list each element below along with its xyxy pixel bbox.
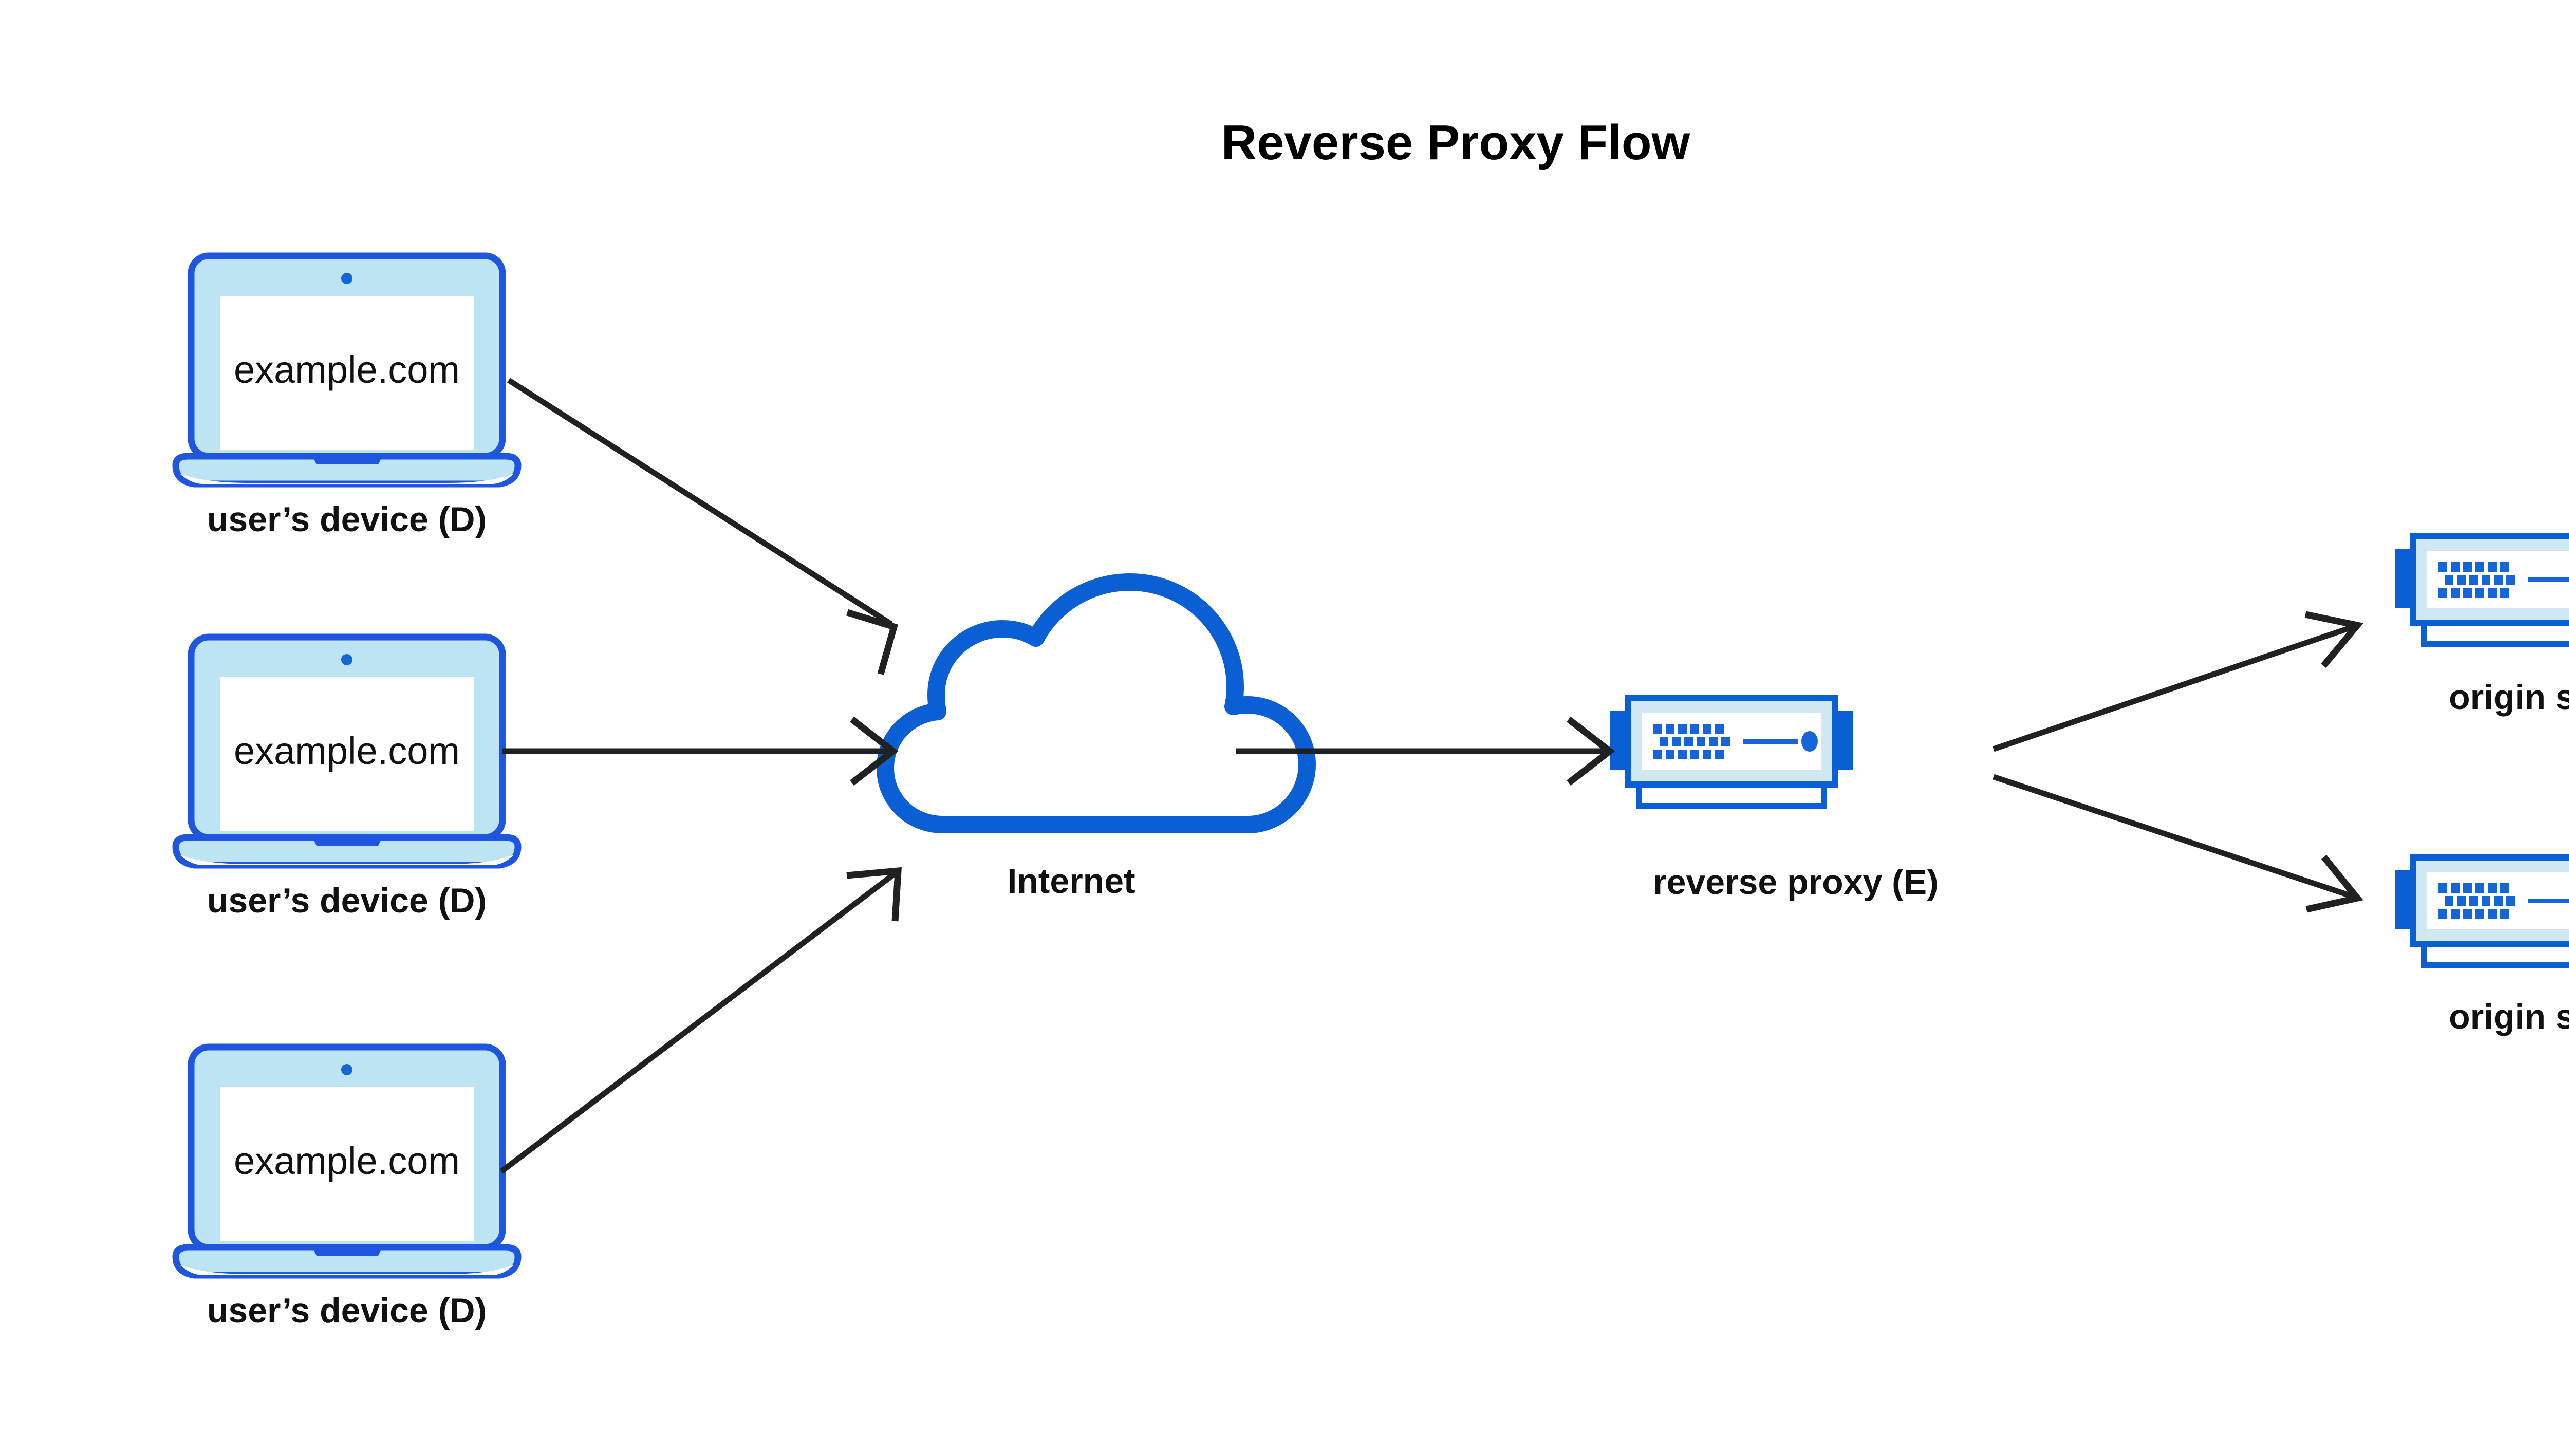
node-label-users-device-top: user’s device (D) xyxy=(207,500,487,539)
server-icon xyxy=(2395,857,2569,965)
cloud-icon xyxy=(877,573,1316,833)
server-icon xyxy=(2395,536,2569,644)
node-reverse-proxy[interactable]: reverse proxy (E) xyxy=(1610,698,1939,902)
device-screen-text: example.com xyxy=(234,348,460,391)
device-screen-text: example.com xyxy=(234,1140,460,1182)
node-label-origin-server-top: origin server (F) xyxy=(2449,678,2569,717)
node-users-device-top[interactable]: example.com user’s device (D) xyxy=(176,256,518,539)
edge-device-top-to-internet xyxy=(507,378,898,675)
node-label-internet: Internet xyxy=(1007,862,1135,901)
node-origin-server-top[interactable]: origin server (F) xyxy=(2395,536,2569,717)
node-label-reverse-proxy: reverse proxy (E) xyxy=(1653,863,1939,902)
node-internet-cloud[interactable]: Internet xyxy=(877,573,1316,901)
node-label-users-device-middle: user’s device (D) xyxy=(207,881,487,920)
device-screen-text: example.com xyxy=(234,730,460,772)
diagram-title: Reverse Proxy Flow xyxy=(1221,115,1690,170)
edge-internet-to-proxy xyxy=(1236,716,1615,786)
node-label-users-device-bottom: user’s device (D) xyxy=(207,1291,487,1330)
node-origin-server-bottom[interactable]: origin server (F) xyxy=(2395,857,2569,1036)
edge-device-middle-to-internet xyxy=(502,716,899,786)
server-icon xyxy=(1610,698,1853,806)
node-users-device-middle[interactable]: example.com user’s device (D) xyxy=(176,637,518,920)
edge-proxy-to-origin-top xyxy=(1993,611,2363,752)
node-users-device-bottom[interactable]: example.com user’s device (D) xyxy=(176,1047,518,1330)
edge-device-bottom-to-internet xyxy=(499,867,902,1174)
edge-proxy-to-origin-bottom xyxy=(1993,774,2363,913)
node-label-origin-server-bottom: origin server (F) xyxy=(2449,997,2569,1036)
